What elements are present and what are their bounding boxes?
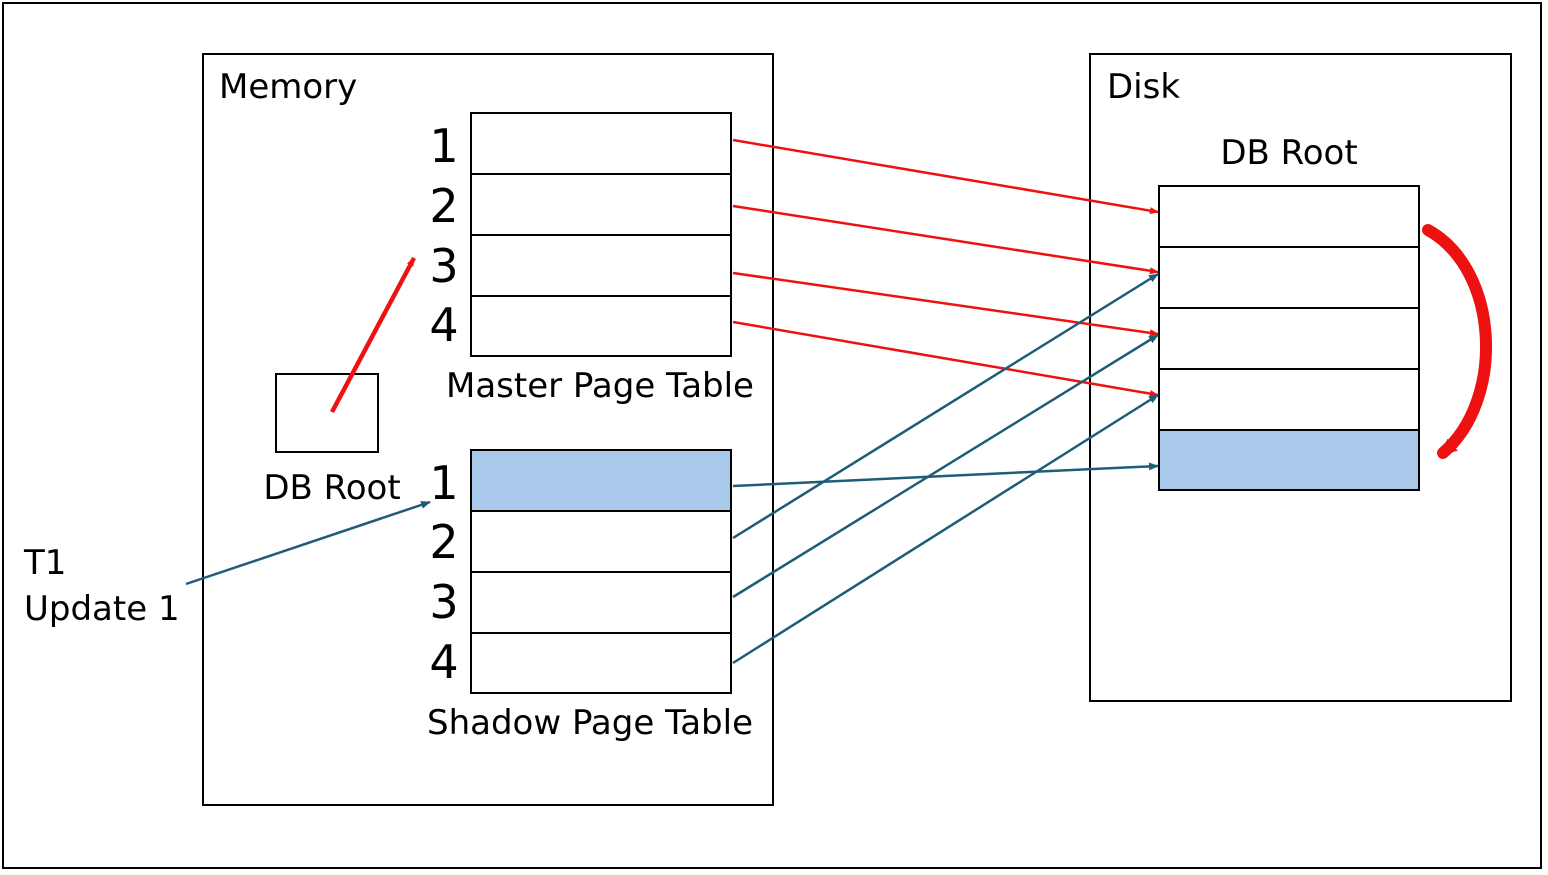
master-pointer-arrow [732,204,1159,275]
master-row-2 [470,173,732,236]
master-row-1 [470,112,732,175]
shadow-row-2 [470,510,732,573]
master-pointer-arrows [732,138,1159,398]
master-row-number: 1 [429,119,458,173]
transaction-line-1: T1 [23,543,66,583]
master-row-number: 2 [429,179,458,233]
master-pointer-arrow [732,271,1159,337]
shadow-pointer-arrow [732,272,1159,540]
master-row-number: 4 [429,298,458,352]
disk-box: Disk DB Root [1089,53,1512,702]
shadow-pointer-arrow [732,462,1159,488]
shadow-row-3 [470,571,732,634]
memory-title: Memory [219,67,357,107]
t1-update-arrow [185,500,431,586]
disk-title: Disk [1107,67,1180,107]
memory-db-root-label: DB Root [263,468,400,508]
shadow-row-4 [470,632,732,694]
disk-page-4 [1158,368,1420,431]
master-table-label: Master Page Table [446,366,754,406]
shadow-page-table: 1 2 3 4 Shadow Page Table [427,449,753,743]
transaction-label: T1 Update 1 [23,543,180,629]
master-row-number: 3 [429,239,458,293]
memory-box: Memory [202,53,774,806]
shadow-pointer-arrow [732,333,1159,599]
disk-pages [1158,185,1420,491]
disk-page-1 [1158,185,1420,248]
db-root-to-master-arrow [330,256,416,414]
disk-page-2 [1158,246,1420,309]
disk-page-3 [1158,307,1420,370]
shadow-row-1 [470,449,732,512]
transaction-line-2: Update 1 [24,589,180,629]
shadow-pointer-arrows [732,272,1159,665]
shadow-table-label: Shadow Page Table [427,703,753,743]
master-pointer-arrow [732,138,1159,215]
master-row-4 [470,295,732,357]
master-pointer-arrow [732,320,1159,398]
disk-db-root-label: DB Root [1220,133,1357,173]
master-page-table: 1 2 3 4 Master Page Table [429,112,754,406]
shadow-row-number: 2 [429,515,458,569]
master-row-3 [470,234,732,297]
memory-db-root: DB Root [263,373,401,508]
shadow-row-number: 4 [429,635,458,689]
disk-page-5-new [1158,429,1420,491]
shadow-row-number: 1 [429,456,458,510]
copy-page-curved-arrow [1422,224,1492,459]
shadow-row-number: 3 [429,575,458,629]
shadow-pointer-arrow [732,393,1159,665]
